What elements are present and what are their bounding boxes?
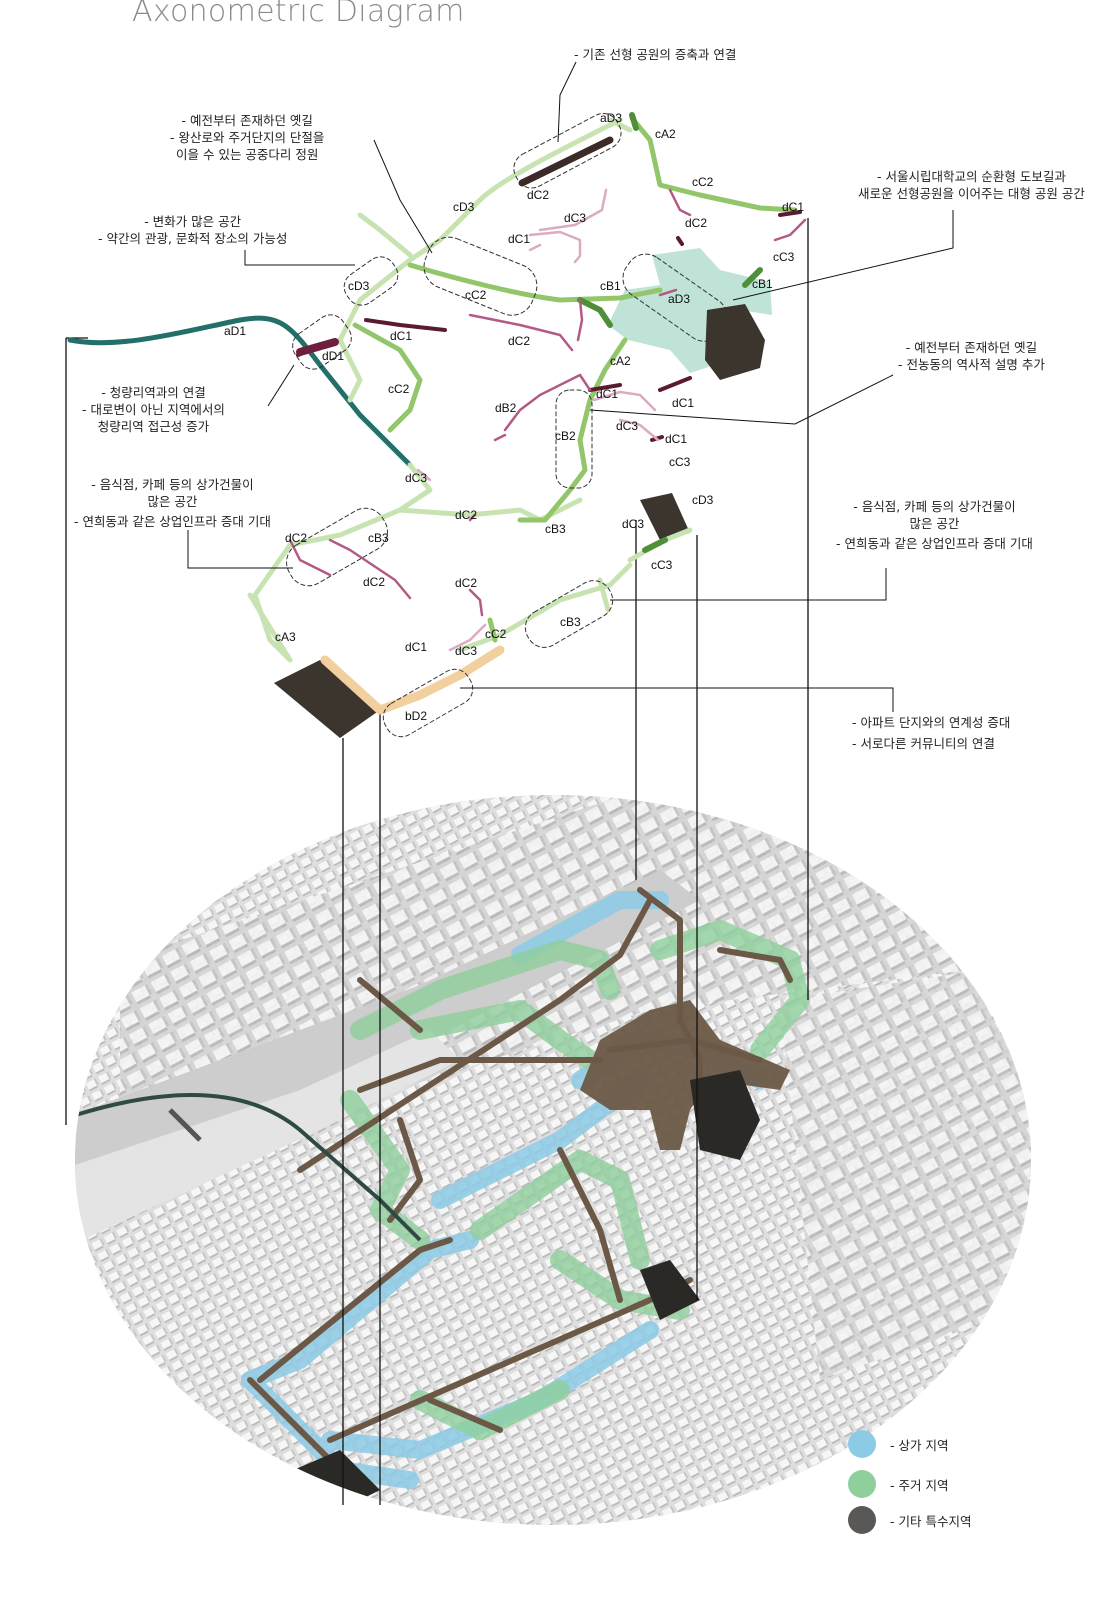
label-dC3-a: dC3: [564, 211, 586, 225]
label-dC2-d: dC2: [455, 508, 477, 522]
label-aD3-top: aD3: [600, 111, 622, 125]
label-dC3-c: dC3: [405, 471, 427, 485]
label-cC2-low: cC2: [485, 627, 507, 641]
note-line: - 왕산로와 주거단지의 단절을: [170, 130, 325, 145]
note-line: - 청량리역과의 연결: [101, 385, 206, 400]
note-line: 청량리역 접근성 증가: [97, 419, 210, 434]
note-top-park: - 기존 선형 공원의 증축과 연결: [574, 46, 736, 63]
label-cA2-top: cA2: [655, 127, 676, 141]
label-dC3-d: dC3: [622, 517, 644, 531]
note-line: - 예전부터 존재하던 옛길: [181, 113, 313, 128]
note-line: - 음식점, 카페 등의 상가건물이: [853, 499, 1016, 514]
dark-block-left: [274, 660, 380, 738]
legend-swatch-special: [848, 1506, 876, 1534]
label-dC2-b: dC2: [685, 216, 707, 230]
path-labels: aD3 cA2 cC2 dC1 cC3 cB1 dC2 dC2 dC3 dC1 …: [224, 111, 804, 723]
label-cB2: cB2: [555, 429, 576, 443]
label-dC1-top: dC1: [782, 200, 804, 214]
label-cB3-b: cB3: [368, 531, 389, 545]
note-line: - 기존 선형 공원의 증축과 연결: [574, 47, 737, 62]
label-dC1-b: dC1: [390, 329, 412, 343]
label-dC2-g: dC2: [455, 576, 477, 590]
special-zone-b: [640, 1260, 700, 1320]
label-dC3-e: dC3: [455, 644, 477, 658]
legend-label: - 주거 지역: [890, 1477, 949, 1493]
special-zone-a: [690, 1070, 760, 1160]
label-dC1-a: dC1: [508, 232, 530, 246]
note-line: - 서로다른 커뮤니티의 연결: [852, 736, 995, 751]
label-cC3-low: cC3: [651, 558, 673, 572]
label-dB2: dB2: [495, 401, 517, 415]
path-network: [67, 112, 807, 738]
note-commercial-left: - 음식점, 카페 등의 상가건물이 많은 공간 - 연희동과 같은 상업인프라…: [74, 476, 271, 530]
label-bD2: bD2: [405, 709, 427, 723]
label-cC3-top: cC3: [773, 250, 795, 264]
label-cC2-top: cC2: [692, 175, 714, 189]
legend-item-residential: - 주거 지역: [848, 1470, 948, 1498]
label-cB1-mid: cB1: [600, 279, 621, 293]
label-cB3-c: cB3: [560, 615, 581, 629]
label-cC3-mid: cC3: [669, 455, 691, 469]
leader-lines: [187, 61, 954, 712]
legend-item-commercial: - 상가 지역: [848, 1430, 948, 1458]
label-cB1: cB1: [752, 277, 773, 291]
label-dC3-b: dC3: [616, 419, 638, 433]
legend-item-special: - 기타 특수지역: [848, 1506, 971, 1534]
label-dC2-e: dC2: [285, 531, 307, 545]
label-cC2-left: cC2: [388, 382, 410, 396]
label-dC1-d: dC1: [672, 396, 694, 410]
label-cD3-c: cD3: [692, 493, 714, 507]
label-dC2-c: dC2: [508, 334, 530, 348]
note-apartment: - 아파트 단지와의 연계성 증대 - 서로다른 커뮤니티의 연결: [852, 714, 1010, 752]
note-line: - 약간의 관광, 문화적 장소의 가능성: [98, 231, 288, 246]
note-line: 많은 공간: [147, 494, 198, 509]
label-cC2-mid: cC2: [465, 288, 487, 302]
note-old-road: - 예전부터 존재하던 옛길 - 전농동의 역사적 설명 추가: [898, 339, 1045, 373]
note-line: - 음식점, 카페 등의 상가건물이: [91, 477, 254, 492]
note-line: 새로운 선형공원을 이어주는 대형 공원 공간: [858, 186, 1085, 201]
label-aD1: aD1: [224, 324, 246, 338]
note-space-change: - 변화가 많은 공간 - 약간의 관광, 문화적 장소의 가능성: [98, 213, 287, 247]
path-bD2: [320, 645, 505, 715]
note-line: - 전농동의 역사적 설명 추가: [898, 357, 1045, 372]
note-line: - 서울시립대학교의 순환형 도보길과: [876, 169, 1066, 184]
connector-lines: [65, 218, 809, 1505]
label-dC2-a: dC2: [527, 188, 549, 202]
label-dC2-f: dC2: [363, 575, 385, 589]
note-commercial-right: - 음식점, 카페 등의 상가건물이 많은 공간 - 연희동과 같은 상업인프라…: [836, 498, 1033, 552]
label-cD3-b: cD3: [348, 279, 370, 293]
note-line: - 대로변이 아닌 지역에서의: [82, 402, 225, 417]
label-dC1-c: dC1: [596, 387, 618, 401]
note-sky-garden: - 예전부터 존재하던 옛길 - 왕산로와 주거단지의 단절을 이을 수 있는 …: [170, 112, 324, 163]
note-line: - 변화가 많은 공간: [144, 214, 242, 229]
note-line: 많은 공간: [909, 516, 960, 531]
label-cA2-mid: cA2: [610, 354, 631, 368]
label-aD3-mid: aD3: [668, 292, 690, 306]
legend-swatch-commercial: [848, 1430, 876, 1458]
plaza-shape: [580, 1000, 790, 1150]
label-dC1-f: dC1: [405, 640, 427, 654]
label-dD1: dD1: [322, 349, 344, 363]
note-line: - 연희동과 같은 상업인프라 증대 기대: [74, 514, 271, 529]
dark-block-right: [705, 304, 765, 380]
note-line: 이을 수 있는 공중다리 정원: [176, 147, 319, 162]
diagram-title: Axonometric Diagram: [132, 0, 465, 29]
dark-block-mid: [640, 493, 690, 540]
path-aD1: [67, 315, 413, 468]
label-dC1-e: dC1: [665, 432, 687, 446]
label-cA3: cA3: [275, 630, 296, 644]
note-line: - 예전부터 존재하던 옛길: [905, 340, 1038, 355]
legend-label: - 상가 지역: [890, 1437, 949, 1453]
city-model: [75, 795, 1031, 1525]
label-cB3-a: cB3: [545, 522, 566, 536]
legend-label: - 기타 특수지역: [890, 1513, 972, 1529]
note-line: - 연희동과 같은 상업인프라 증대 기대: [836, 536, 1033, 551]
legend-swatch-residential: [848, 1470, 876, 1498]
note-station: - 청량리역과의 연결 - 대로변이 아닌 지역에서의 청량리역 접근성 증가: [82, 384, 225, 435]
label-cD3-a: cD3: [453, 200, 475, 214]
note-line: - 아파트 단지와의 연계성 증대: [852, 715, 1011, 730]
note-campus: - 서울시립대학교의 순환형 도보길과 새로운 선형공원을 이어주는 대형 공원…: [858, 168, 1085, 202]
